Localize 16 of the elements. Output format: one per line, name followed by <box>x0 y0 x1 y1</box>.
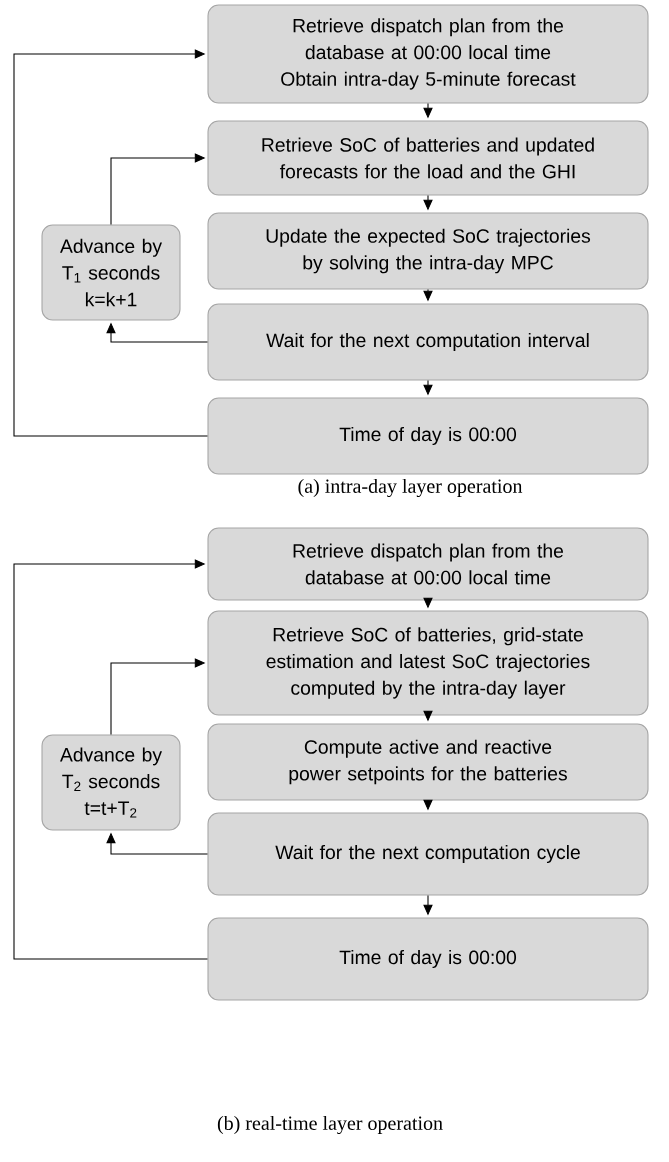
step-box: Wait for the next computation interval <box>207 303 649 381</box>
step-box: Retrieve SoC of batteries and updated forecasts for the load and the GHI <box>207 120 649 196</box>
step-box: Time of day is 00:00 <box>207 397 649 475</box>
caption: (b) real-time layer operation <box>217 1115 443 1135</box>
step-box: Retrieve dispatch plan from the database at 00:00 local time <box>207 527 649 601</box>
step-box: Wait for the next computation cycle <box>207 812 649 896</box>
advance-box: Advance by T$_{1}$ seconds k=k+1 <box>41 224 181 321</box>
arrow <box>13 559 208 960</box>
step-box: Update the expected SoC trajectories by solving the intra-day MPC <box>207 212 649 290</box>
step-box: Retrieve SoC of batteries, grid-state estimation and latest SoC trajectories computed by the intra-day layer <box>207 610 649 716</box>
step-box: Compute active and reactive power setpoints for the batteries <box>207 723 649 801</box>
arrow <box>13 49 208 437</box>
step-box: Retrieve dispatch plan from the database at 00:00 local time Obtain intra-day 5-minute forecast <box>207 4 649 104</box>
caption: (a) intra-day layer operation <box>298 478 523 498</box>
advance-box: Advance by T$_{2}$ seconds t=t+T$_{2}$ <box>41 734 181 831</box>
step-box: Time of day is 00:00 <box>207 917 649 1001</box>
